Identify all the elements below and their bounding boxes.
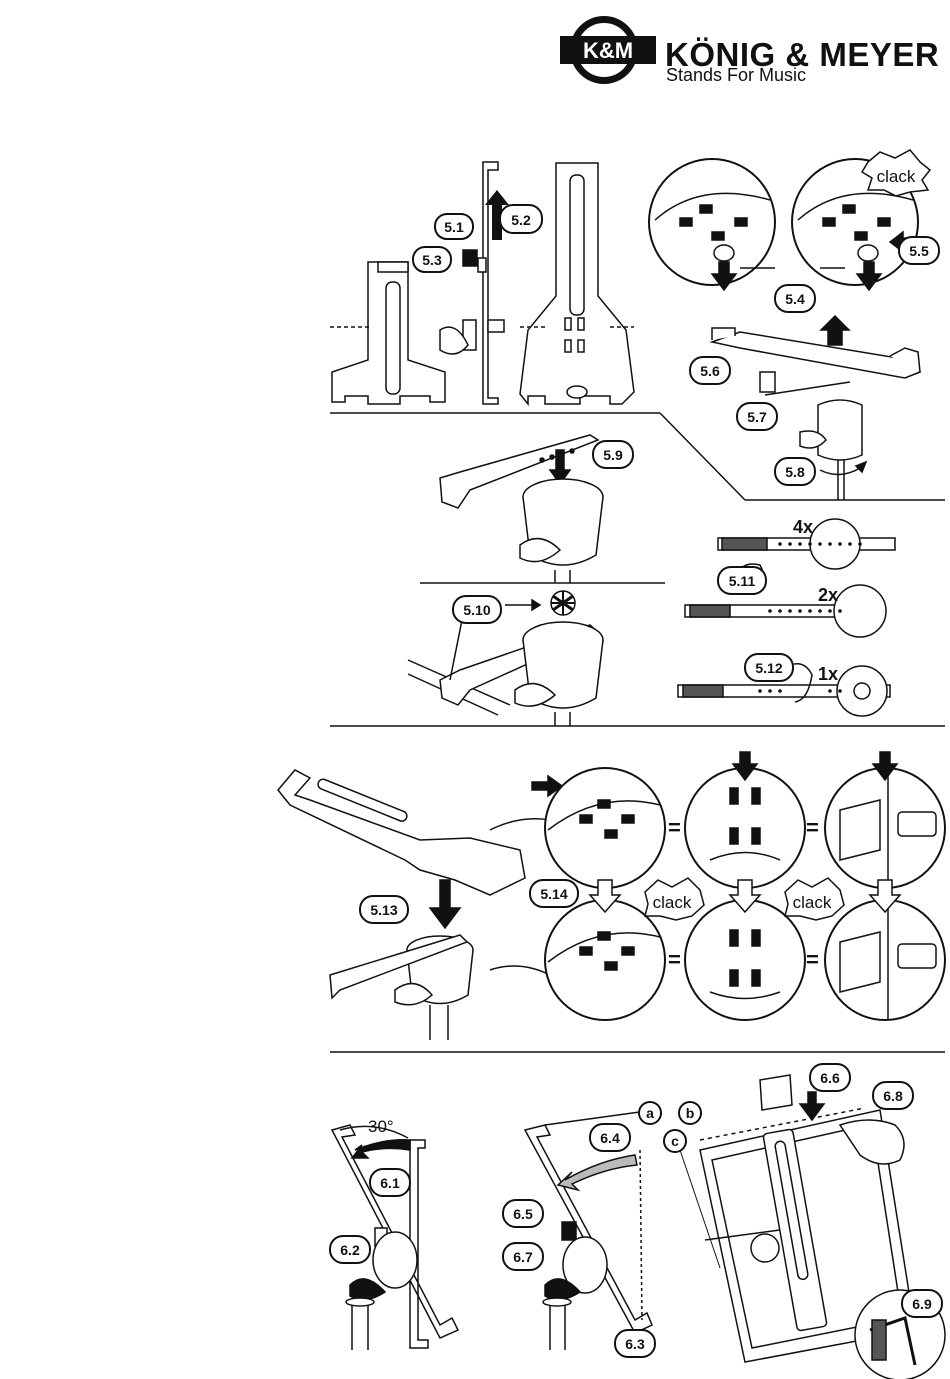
step-6-5: 6.5 [513, 1206, 533, 1222]
angle-label: 30° [368, 1117, 394, 1136]
step-5-2: 5.2 [511, 212, 531, 228]
letter-c: c [671, 1133, 679, 1149]
clack-bubble-1: clack [862, 150, 930, 196]
step-5-7: 5.7 [747, 409, 767, 425]
step-5-4: 5.4 [785, 291, 805, 307]
step-5-3: 5.3 [422, 252, 442, 268]
count-1x: 1x [818, 664, 838, 684]
count-2x: 2x [818, 585, 838, 605]
clack-bubble-3: clack [785, 878, 844, 920]
bar-alternate-mount [408, 591, 603, 726]
adjustment-strips [678, 519, 895, 716]
holder-extend [525, 1112, 652, 1350]
step-5-6: 5.6 [700, 363, 720, 379]
step-5-5: 5.5 [909, 243, 929, 259]
step-5-10: 5.10 [463, 602, 490, 618]
clack-text-2: clack [653, 893, 692, 912]
letter-a: a [646, 1105, 654, 1121]
count-4x: 4x [793, 517, 813, 537]
step-5-12: 5.12 [755, 660, 782, 676]
step-5-8: 5.8 [785, 464, 805, 480]
step-6-6: 6.6 [820, 1070, 840, 1086]
step-6-3: 6.3 [625, 1336, 645, 1352]
holder-views [330, 162, 634, 404]
svg-text:=: = [668, 815, 681, 840]
bar-onto-clamp [440, 435, 603, 583]
step-5-9: 5.9 [603, 447, 623, 463]
tablet-insert [668, 1075, 945, 1379]
clack-text-3: clack [793, 893, 832, 912]
step-6-8: 6.8 [883, 1088, 903, 1104]
step-5-1: 5.1 [444, 219, 464, 235]
step-5-14: 5.14 [540, 886, 567, 902]
svg-text:=: = [806, 815, 819, 840]
step-6-9: 6.9 [912, 1296, 932, 1312]
clack-text: clack [877, 167, 916, 186]
svg-text:=: = [668, 947, 681, 972]
step-6-1: 6.1 [380, 1175, 400, 1191]
step-5-11: 5.11 [729, 573, 756, 589]
step-6-2: 6.2 [340, 1242, 360, 1258]
clack-bubble-2: clack [645, 878, 704, 920]
step-6-4: 6.4 [600, 1130, 620, 1146]
svg-text:=: = [806, 947, 819, 972]
step-6-7: 6.7 [513, 1249, 533, 1265]
letter-b: b [686, 1105, 695, 1121]
letter-callout-labels: a b c [646, 1105, 694, 1149]
holder-onto-bar [278, 770, 550, 1040]
step-5-13: 5.13 [370, 902, 397, 918]
